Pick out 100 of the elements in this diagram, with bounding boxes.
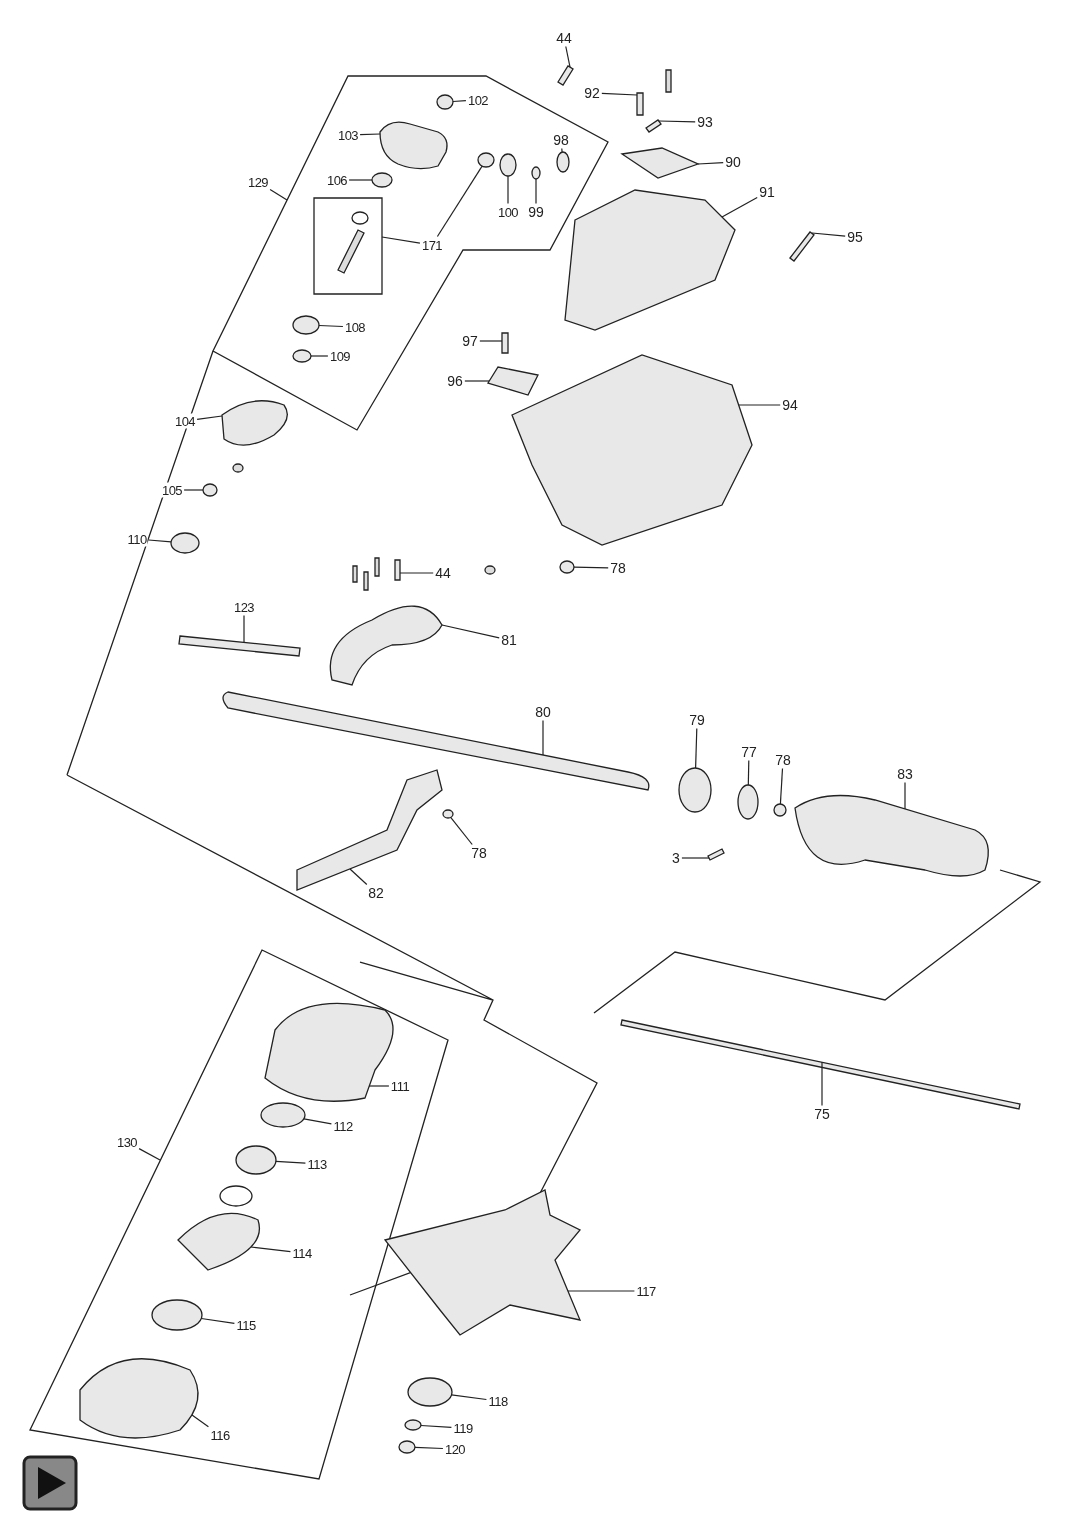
bearing-drawing: [499, 153, 517, 177]
callout-number: 81: [500, 632, 518, 648]
callout-number: 83: [896, 766, 914, 782]
nut-drawing: [436, 94, 454, 110]
assembly-outline: [313, 197, 383, 295]
flange-drawing: [221, 400, 288, 446]
leader-line: [200, 1317, 235, 1324]
leader-line: [681, 857, 710, 859]
leader-line: [567, 1290, 635, 1292]
screw-drawing: [202, 483, 218, 497]
callout-number: 77: [740, 744, 758, 760]
washer-drawing: [260, 1102, 306, 1128]
leader-line: [535, 178, 537, 205]
nut-drawing: [407, 1377, 453, 1407]
leader-line: [436, 165, 483, 238]
washer-drawing: [404, 1419, 422, 1431]
gear-housing-drawing: [379, 121, 448, 170]
leader-line: [811, 232, 846, 237]
leader-line: [452, 100, 467, 103]
leader-line: [183, 489, 204, 491]
clamp-drawing: [737, 784, 759, 820]
leader-line: [399, 572, 434, 574]
leader-line: [695, 727, 698, 769]
leader-line: [561, 147, 563, 153]
leader-line: [479, 340, 503, 342]
screw-drawing: [707, 848, 725, 861]
leader-line: [148, 539, 172, 543]
guard-drawing: [564, 189, 736, 331]
callout-number: 91: [758, 184, 776, 200]
bolt-drawing: [557, 65, 574, 86]
nut-drawing: [773, 803, 787, 817]
bolt-drawing: [394, 559, 401, 581]
callout-number: 78: [470, 845, 488, 861]
leader-line: [721, 196, 758, 218]
guard-drawing: [511, 354, 753, 546]
bearing-drawing: [292, 315, 320, 335]
callout-number: 78: [774, 752, 792, 768]
tube-drawing: [222, 691, 650, 791]
leader-line: [697, 162, 724, 165]
drive-shaft-drawing: [620, 1019, 1021, 1110]
gear-drawing: [477, 152, 495, 168]
callout-number: 93: [696, 114, 714, 130]
leader-line: [565, 45, 571, 68]
leader-line: [420, 1424, 452, 1428]
leader-line: [507, 175, 509, 205]
callout-number: 78: [609, 560, 627, 576]
leader-line: [747, 759, 750, 786]
spool-drawing: [177, 1212, 261, 1271]
leader-line: [904, 781, 906, 810]
leader-line: [542, 719, 544, 756]
clamp-drawing: [678, 767, 712, 813]
leader-line: [601, 92, 638, 96]
bolt-drawing: [636, 92, 644, 116]
circlip-drawing: [292, 349, 312, 363]
callout-number: 96: [446, 373, 464, 389]
nut-drawing: [170, 532, 200, 554]
assembly-outline: [212, 75, 609, 431]
callout-number: 95: [846, 229, 864, 245]
trimmer-line-drawing: [151, 1299, 203, 1331]
blade-drawing: [383, 1189, 582, 1336]
leader-line: [275, 1160, 306, 1164]
leader-line: [359, 133, 381, 136]
callout-number: 98: [552, 132, 570, 148]
leader-line: [348, 179, 373, 181]
bracket-drawing: [487, 366, 539, 396]
leader-line: [318, 324, 344, 328]
screw-drawing: [501, 332, 509, 354]
callout-number: 97: [461, 333, 479, 349]
screw-drawing: [645, 119, 662, 133]
callout-number: 92: [583, 85, 601, 101]
leader-line: [138, 1148, 161, 1161]
callout-number: 44: [434, 565, 452, 581]
leader-line: [368, 1085, 390, 1087]
ring-drawing: [556, 151, 570, 173]
leader-line: [450, 1394, 487, 1401]
label-strip-drawing: [178, 635, 301, 657]
leader-line: [441, 624, 500, 639]
callout-number: 90: [724, 154, 742, 170]
spool-housing-drawing: [79, 1358, 199, 1439]
leader-line: [779, 767, 784, 805]
leader-line: [738, 404, 781, 406]
callout-number: 3: [671, 850, 681, 866]
nut-drawing: [398, 1440, 416, 1454]
leader-line: [303, 1118, 332, 1125]
bracket-drawing: [620, 147, 700, 179]
bearing-drawing: [371, 172, 393, 188]
leader-line: [243, 614, 245, 643]
leader-line: [464, 380, 490, 382]
leader-line: [250, 1246, 291, 1253]
leader-line: [414, 1446, 444, 1450]
washer-drawing: [531, 166, 541, 180]
callout-number: 80: [534, 704, 552, 720]
callout-number: 75: [813, 1106, 831, 1122]
motor-handle-drawing: [794, 794, 989, 877]
handle-drawing: [329, 605, 443, 686]
nut-drawing: [442, 809, 454, 819]
callout-number: 94: [781, 397, 799, 413]
spring-drawing: [235, 1145, 277, 1175]
leader-line: [269, 188, 288, 201]
callout-number: 79: [688, 712, 706, 728]
